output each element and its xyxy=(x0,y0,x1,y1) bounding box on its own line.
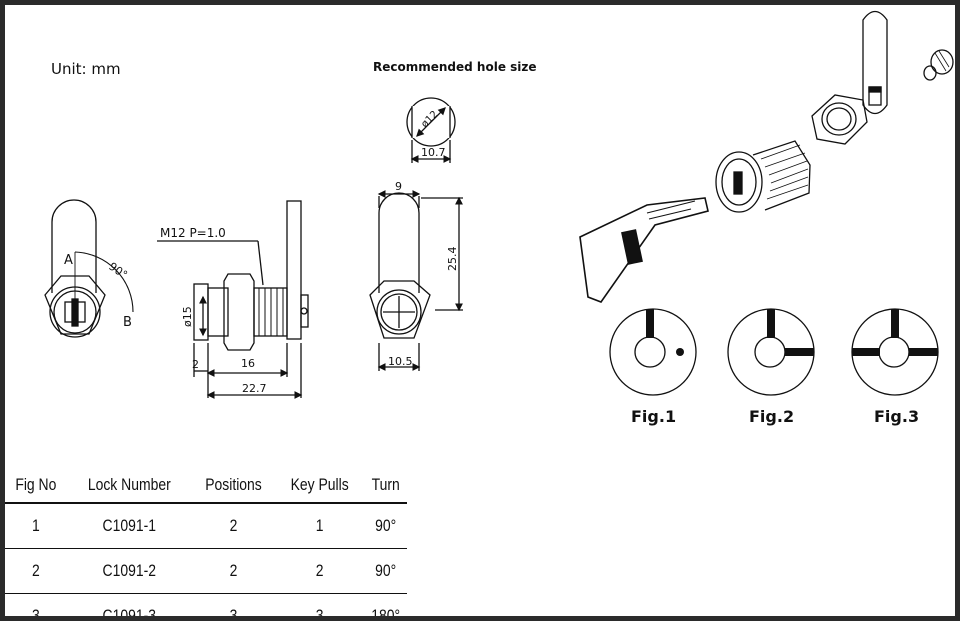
fig3-diagram xyxy=(851,308,939,396)
cell-key-pulls: 3 xyxy=(284,593,356,616)
fig1-caption: Fig.1 xyxy=(631,407,677,426)
recommended-hole-title: Recommended hole size xyxy=(373,60,537,74)
position-b-label: B xyxy=(123,315,132,330)
table-row: 3 C1091-3 3 3 180° xyxy=(5,593,407,616)
hole-diameter-label: ø12 xyxy=(419,109,440,130)
cell-fig-no: 2 xyxy=(10,548,62,594)
exploded-view xyxy=(579,10,954,303)
cell-turn: 90° xyxy=(367,503,404,549)
cam-length-label: 25.4 xyxy=(446,247,459,272)
table-row: 2 C1091-2 2 2 90° xyxy=(5,548,407,594)
cell-positions: 2 xyxy=(198,548,269,594)
fig3-caption: Fig.3 xyxy=(874,407,920,426)
side-view xyxy=(157,200,309,399)
drawing-sheet: Unit: mm Recommended hole size xyxy=(5,5,955,616)
header-positions: Positions xyxy=(198,468,269,504)
header-key-pulls: Key Pulls xyxy=(284,468,356,504)
cell-fig-no: 1 xyxy=(10,503,62,549)
header-turn: Turn xyxy=(367,468,404,504)
cell-lock-number: C1091-2 xyxy=(77,548,181,594)
table-row: 1 C1091-1 2 1 90° xyxy=(5,503,407,549)
thread-length-label: 16 xyxy=(241,357,255,370)
cell-key-pulls: 2 xyxy=(284,548,356,594)
cell-turn: 180° xyxy=(367,593,404,616)
fig2-caption: Fig.2 xyxy=(749,407,795,426)
cell-positions: 3 xyxy=(198,593,269,616)
cell-lock-number: C1091-3 xyxy=(77,593,181,616)
nut-width-label: 10.5 xyxy=(388,355,413,368)
rear-view xyxy=(369,190,463,371)
technical-drawing: ø12 10.7 A B 90° M12 P=1.0 ø15 2 16 22.7… xyxy=(44,10,954,399)
cell-turn: 90° xyxy=(367,548,404,594)
lock-spec-table: Fig No Lock Number Positions Key Pulls T… xyxy=(5,468,407,616)
rotation-angle-label: 90° xyxy=(106,260,129,282)
unit-label: Unit: mm xyxy=(51,60,121,78)
body-diameter-label: ø15 xyxy=(181,306,194,327)
header-lock-number: Lock Number xyxy=(77,468,181,504)
position-a-label: A xyxy=(64,253,73,268)
cell-lock-number: C1091-1 xyxy=(77,503,181,549)
cell-key-pulls: 1 xyxy=(284,503,356,549)
table-header-row: Fig No Lock Number Positions Key Pulls T… xyxy=(5,468,407,504)
cell-fig-no: 3 xyxy=(10,593,62,616)
total-length-label: 22.7 xyxy=(242,382,267,395)
fig1-diagram xyxy=(609,308,697,396)
cell-positions: 2 xyxy=(198,503,269,549)
flange-thickness-label: 2 xyxy=(192,358,199,371)
hole-flat-label: 10.7 xyxy=(421,146,446,159)
fig2-diagram xyxy=(727,308,815,396)
header-fig-no: Fig No xyxy=(10,468,62,504)
cam-width-label: 9 xyxy=(395,180,402,193)
thread-spec-label: M12 P=1.0 xyxy=(160,226,226,240)
hole-view xyxy=(406,97,456,163)
front-view xyxy=(44,199,134,338)
